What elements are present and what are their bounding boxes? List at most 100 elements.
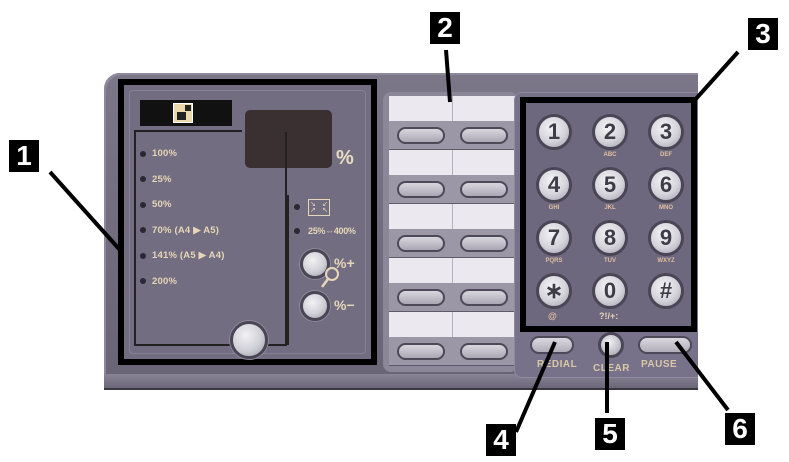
led-indicator-icon: [140, 201, 146, 208]
one-touch-button[interactable]: [396, 126, 445, 144]
pause-label: PAUSE: [641, 359, 678, 370]
one-touch-button-row: [389, 229, 516, 258]
one-touch-button-row: [389, 121, 516, 150]
zoom-range-option[interactable]: 25%⇔400%: [294, 219, 356, 243]
zoom-out-label: %−: [334, 297, 355, 313]
callout-6: 6: [725, 413, 755, 445]
label-slot: [453, 258, 516, 283]
key-6[interactable]: 6: [648, 167, 684, 203]
one-touch-button[interactable]: [396, 180, 445, 198]
preset-frame: [134, 130, 287, 346]
one-touch-button[interactable]: [396, 342, 445, 360]
callout-1: 1: [9, 140, 39, 172]
preset-100[interactable]: 100%: [140, 141, 225, 167]
preset-label: 141% (A5 ▶ A4): [152, 250, 225, 262]
one-touch-button-row: [389, 337, 516, 366]
redial-label: REDIAL: [537, 359, 578, 370]
key-9-letters: WXYZ: [657, 258, 675, 264]
callout-2: 2: [430, 12, 460, 44]
side-divider: [287, 195, 289, 345]
label-slot: [453, 150, 516, 175]
label-slot: [453, 204, 516, 229]
one-touch-button-row: [389, 283, 516, 312]
preset-70[interactable]: 70% (A4 ▶ A5): [140, 218, 225, 244]
redial-button[interactable]: [530, 336, 574, 354]
key-1[interactable]: 1: [536, 114, 572, 150]
zoom-preset-list: 100% 25% 50% 70% (A4 ▶ A5) 141% (A5 ▶ A4…: [140, 141, 225, 294]
one-touch-row: [387, 150, 516, 204]
one-touch-row: [387, 96, 516, 150]
preset-200[interactable]: 200%: [140, 269, 225, 295]
led-indicator-icon: [140, 278, 146, 285]
led-indicator-icon: [140, 227, 146, 234]
copy-zoom-section: % 100% 25% 50% 70% (A4 ▶ A5) 141% (A5 ▶ …: [118, 79, 377, 365]
key-0[interactable]: 0: [592, 273, 628, 309]
fit-to-page-option[interactable]: ↘↙ ↗↖: [294, 195, 356, 219]
zoom-out-button[interactable]: [300, 291, 330, 321]
key-hash[interactable]: #: [648, 273, 684, 309]
label-slot: [389, 204, 453, 229]
one-touch-button[interactable]: [460, 126, 509, 144]
numeric-keypad-section: 1 2 3 ABC DEF 4 5 6 GHI JKL MNO 7 8 9 PQ…: [520, 97, 697, 332]
copy-mode-indicator: [140, 100, 232, 126]
key-2-letters: ABC: [603, 152, 617, 158]
one-touch-label-strip: [389, 96, 516, 121]
key-6-letters: MNO: [659, 205, 673, 211]
one-touch-button[interactable]: [396, 234, 445, 252]
label-slot: [389, 312, 453, 337]
led-indicator-icon: [140, 176, 146, 183]
copy-scale-icon: [173, 103, 193, 123]
label-slot: [389, 96, 453, 121]
led-indicator-icon: [140, 150, 146, 157]
one-touch-button[interactable]: [460, 342, 509, 360]
one-touch-keys-section: [383, 92, 518, 372]
clear-button[interactable]: [598, 332, 624, 358]
one-touch-button[interactable]: [460, 234, 509, 252]
callout-4: 4: [486, 424, 516, 456]
label-slot: [389, 258, 453, 283]
label-slot: [453, 312, 516, 337]
zoom-range-label: 25%⇔400%: [308, 226, 356, 236]
label-slot: [389, 150, 453, 175]
key-4-letters: GHI: [548, 205, 560, 211]
key-8-letters: TUV: [604, 258, 616, 264]
one-touch-label-strip: [389, 204, 516, 229]
preset-25[interactable]: 25%: [140, 167, 225, 193]
key-8[interactable]: 8: [592, 220, 628, 256]
zoom-in-label: %+: [334, 255, 355, 271]
led-indicator-icon: [140, 252, 146, 259]
percent-symbol: %: [336, 147, 354, 169]
zoom-percent-display: [245, 110, 332, 168]
led-indicator-icon: [294, 228, 300, 234]
preset-label: 50%: [152, 199, 172, 211]
zoom-select-button[interactable]: [230, 321, 268, 359]
callout-5: 5: [595, 418, 625, 450]
key-3-letters: DEF: [660, 152, 672, 158]
key-star-symbol: @: [548, 311, 557, 321]
one-touch-row: [387, 312, 516, 366]
one-touch-button-row: [389, 175, 516, 204]
one-touch-row: [387, 258, 516, 312]
fit-to-page-icon: ↘↙ ↗↖: [308, 198, 330, 216]
fit-options: ↘↙ ↗↖ 25%⇔400%: [294, 195, 356, 243]
key-7[interactable]: 7: [536, 220, 572, 256]
preset-50[interactable]: 50%: [140, 192, 225, 218]
one-touch-button[interactable]: [460, 180, 509, 198]
key-3[interactable]: 3: [648, 114, 684, 150]
one-touch-button[interactable]: [460, 288, 509, 306]
pause-button[interactable]: [638, 336, 692, 354]
preset-label: 70% (A4 ▶ A5): [152, 224, 220, 236]
label-slot: [453, 96, 516, 121]
one-touch-button[interactable]: [396, 288, 445, 306]
preset-label: 100%: [152, 148, 178, 160]
key-star[interactable]: ∗: [536, 273, 572, 309]
one-touch-row: [387, 204, 516, 258]
key-7-letters: PQRS: [545, 258, 563, 264]
key-2[interactable]: 2: [592, 114, 628, 150]
led-indicator-icon: [294, 204, 300, 210]
key-9[interactable]: 9: [648, 220, 684, 256]
preset-141[interactable]: 141% (A5 ▶ A4): [140, 243, 225, 269]
key-5[interactable]: 5: [592, 167, 628, 203]
key-4[interactable]: 4: [536, 167, 572, 203]
key-5-letters: JKL: [604, 205, 616, 211]
